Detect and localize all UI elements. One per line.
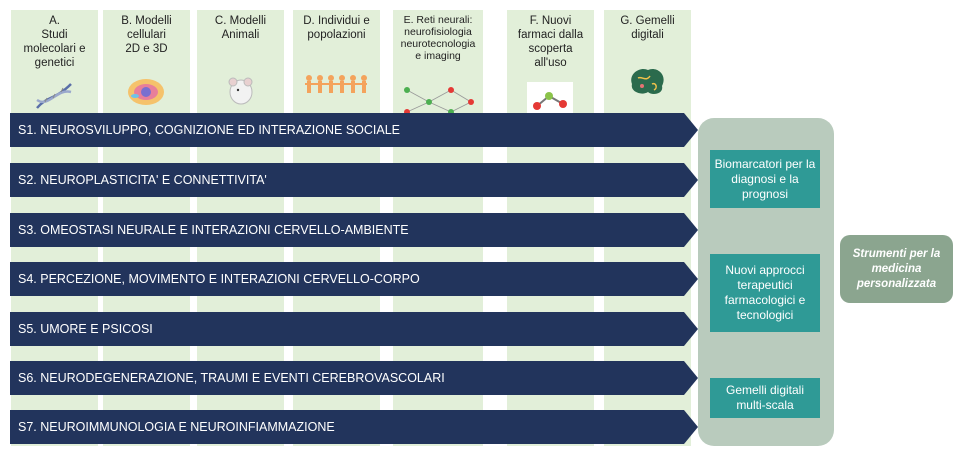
row-arrow-s2: S2. NEUROPLASTICITA' E CONNETTIVITA' <box>10 163 698 197</box>
column-a-label: A. Studi molecolari e genetici <box>23 15 86 69</box>
mouse-icon <box>228 77 253 105</box>
molecule-icon <box>527 82 573 118</box>
column-f-label: F. Nuovi farmaci dalla scoperta all'uso <box>517 15 584 69</box>
column-d-label: D. Individui e popolazioni <box>303 15 370 41</box>
arrow-shape <box>10 163 698 197</box>
row-label: S7. NEUROIMMUNOLOGIA E NEUROINFIAMMAZION… <box>18 420 335 434</box>
row-arrow-s4: S4. PERCEZIONE, MOVIMENTO E INTERAZIONI … <box>10 262 698 296</box>
arrow-shape <box>10 312 698 346</box>
column-c-label: C. Modelli Animali <box>214 15 267 41</box>
people-chain-icon <box>305 75 367 93</box>
row-arrow-s5: S5. UMORE E PSICOSI <box>10 312 698 346</box>
outcome-biomarkers: Biomarcatori per la diagnosi e la progno… <box>710 150 820 208</box>
row-label: S3. OMEOSTASI NEURALE E INTERAZIONI CERV… <box>18 223 409 237</box>
brain-icon <box>631 68 664 94</box>
row-label: S4. PERCEZIONE, MOVIMENTO E INTERAZIONI … <box>18 272 420 286</box>
column-g-label: G. Gemelli digitali <box>620 15 675 41</box>
cell-icon <box>128 79 164 105</box>
row-label: S6. NEURODEGENERAZIONE, TRAUMI E EVENTI … <box>18 371 445 385</box>
row-arrow-s6: S6. NEURODEGENERAZIONE, TRAUMI E EVENTI … <box>10 361 698 395</box>
row-label: S2. NEUROPLASTICITA' E CONNETTIVITA' <box>18 173 267 187</box>
personalized-medicine-tools: Strumenti per la medicina personalizzata <box>840 235 953 303</box>
row-arrow-s1: S1. NEUROSVILUPPO, COGNIZIONE ED INTERAZ… <box>10 113 698 147</box>
row-label: S1. NEUROSVILUPPO, COGNIZIONE ED INTERAZ… <box>18 123 401 137</box>
arrow-shape <box>10 113 698 147</box>
dna-helix-icon <box>36 83 72 109</box>
arrow-shape <box>10 410 698 444</box>
row-arrow-s7: S7. NEUROIMMUNOLOGIA E NEUROINFIAMMAZION… <box>10 410 698 444</box>
arrow-shape <box>10 213 698 247</box>
row-label: S5. UMORE E PSICOSI <box>18 322 153 336</box>
arrow-shape <box>10 262 698 296</box>
column-b-label: B. Modelli cellulari 2D e 3D <box>121 15 172 55</box>
column-e-label: E. Reti neurali: neurofisiologia neurote… <box>400 14 476 62</box>
arrow-shape <box>10 361 698 395</box>
outcome-therapies: Nuovi approcci terapeutici farmacologici… <box>710 254 820 332</box>
outcome-digital-twins: Gemelli digitali multi-scala <box>710 378 820 418</box>
row-arrow-s3: S3. OMEOSTASI NEURALE E INTERAZIONI CERV… <box>10 213 698 247</box>
